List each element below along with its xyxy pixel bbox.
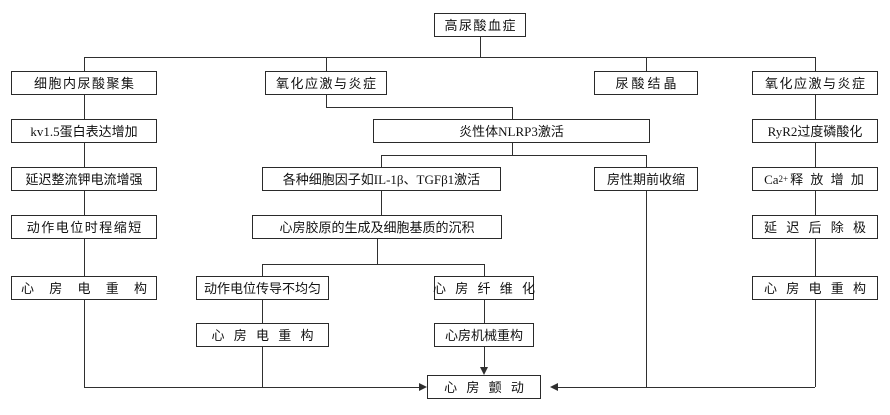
- node-hyperuricemia[interactable]: 高尿酸血症: [434, 13, 526, 37]
- connector-right-bus-to-outcome: [558, 387, 815, 388]
- arrowhead-left-into-outcome: [419, 383, 427, 391]
- connector-col1-to-outcome: [84, 387, 419, 388]
- arrowhead-right-into-outcome: [550, 383, 558, 391]
- connector-remodel2-down: [262, 347, 263, 387]
- node-ryr2-hyperphosphorylation[interactable]: RyR2过度磷酸化: [752, 119, 878, 143]
- connector-col5-2-3: [815, 143, 816, 167]
- node-nlrp3-inflammasome-activation[interactable]: 炎性体NLRP3激活: [373, 119, 650, 143]
- node-atrial-mechanical-remodeling[interactable]: 心房机械重构: [434, 323, 534, 347]
- node-uric-acid-crystals[interactable]: 尿酸结晶: [594, 71, 698, 95]
- node-atrial-collagen-matrix-deposition[interactable]: 心房胶原的生成及细胞基质的沉积: [252, 215, 502, 239]
- connector-col5-5-down: [815, 300, 816, 387]
- connector-split-to-fibrosis: [484, 264, 485, 276]
- connector-collagen-down: [377, 239, 378, 264]
- node-atrial-fibrosis[interactable]: 心 房 纤 维 化: [433, 276, 535, 300]
- connector-col1-2-3: [84, 143, 85, 167]
- connector-col1-5-down: [84, 300, 85, 387]
- connector-col5-4-5: [815, 239, 816, 276]
- node-delayed-rectifier-k-current[interactable]: 延迟整流钾电流增强: [11, 167, 157, 191]
- connector-cytokines-to-collagen: [381, 191, 382, 215]
- calcium-release-label: 释 放 增 加: [790, 171, 866, 187]
- connector-nlrp3-split: [381, 155, 646, 156]
- connector-col5-1-2: [815, 95, 816, 119]
- connector-fibrosis-to-mechanical: [484, 300, 485, 323]
- connector-root-down: [480, 37, 481, 57]
- node-oxidative-stress-inflammation-right[interactable]: 氧化应激与炎症: [752, 71, 878, 95]
- node-atrial-electrical-remodeling-2[interactable]: 心 房 电 重 构: [196, 323, 329, 347]
- connector-col2-1-elbow: [326, 107, 512, 108]
- connector-premature-down: [646, 191, 647, 387]
- connector-main-bus: [84, 57, 815, 58]
- connector-split-to-conduction: [262, 264, 263, 276]
- node-kv15-expression[interactable]: kv1.5蛋白表达增加: [11, 119, 157, 143]
- connector-nlrp3-down: [512, 143, 513, 155]
- calcium-symbol: Ca: [764, 171, 779, 187]
- connector-col1-1-2: [84, 95, 85, 119]
- node-action-potential-duration-shortened[interactable]: 动作电位时程缩短: [11, 215, 157, 239]
- arrowhead-top-into-outcome: [480, 367, 488, 375]
- connector-bus-to-col5: [815, 57, 816, 71]
- calcium-charge: 2+: [778, 173, 789, 184]
- connector-bus-to-col2: [326, 57, 327, 71]
- connector-bus-to-col4: [646, 57, 647, 71]
- node-atrial-electrical-remodeling-1[interactable]: 心 房 电 重 构: [11, 276, 157, 300]
- connector-col1-3-4: [84, 191, 85, 215]
- connector-bus-to-col1: [84, 57, 85, 71]
- node-nonuniform-conduction[interactable]: 动作电位传导不均匀: [196, 276, 329, 300]
- node-atrial-premature-contraction[interactable]: 房性期前收缩: [594, 167, 698, 191]
- node-delayed-afterdepolarization[interactable]: 延 迟 后 除 极: [752, 215, 878, 239]
- connector-collagen-split: [262, 264, 484, 265]
- connector-split-to-premature: [646, 155, 647, 167]
- connector-col5-3-4: [815, 191, 816, 215]
- node-intracellular-uric-acid[interactable]: 细胞内尿酸聚集: [11, 71, 157, 95]
- node-atrial-electrical-remodeling-3[interactable]: 心 房 电 重 构: [752, 276, 878, 300]
- connector-col2-1-down: [326, 95, 327, 107]
- node-oxidative-stress-inflammation-left[interactable]: 氧化应激与炎症: [265, 71, 387, 95]
- node-atrial-fibrillation-outcome[interactable]: 心 房 颤 动: [427, 375, 541, 399]
- connector-col2-elbow-to-nlrp3: [512, 107, 513, 119]
- connector-split-to-cytokines: [381, 155, 382, 167]
- connector-col1-4-5: [84, 239, 85, 276]
- node-cytokines-activation[interactable]: 各种细胞因子如IL-1β、TGFβ1激活: [262, 167, 501, 191]
- connector-mechanical-to-outcome: [484, 347, 485, 367]
- connector-conduction-to-remodel2: [262, 300, 263, 323]
